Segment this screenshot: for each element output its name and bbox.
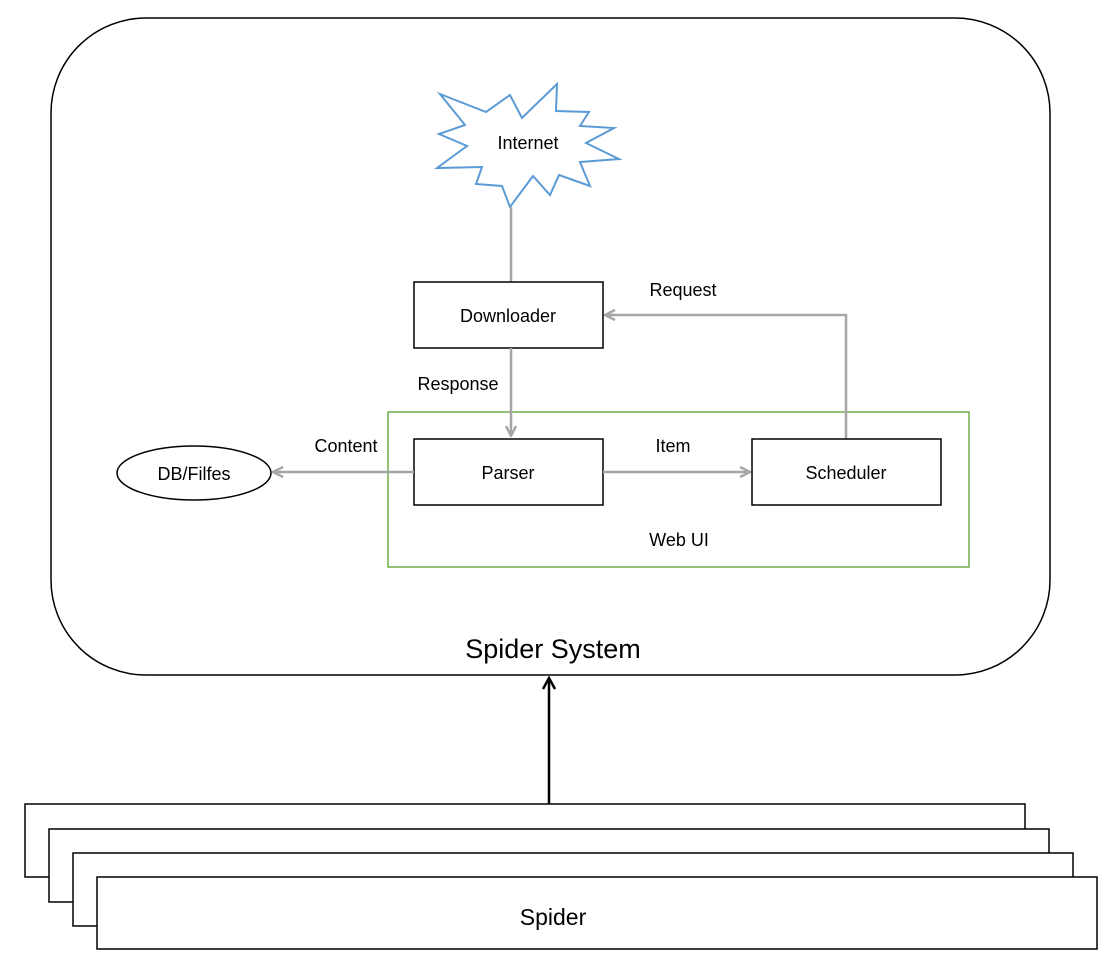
web-ui-group <box>387 411 970 568</box>
spider-label: Spider <box>520 904 587 930</box>
item-label: Item <box>655 436 690 456</box>
scheduler-box <box>751 438 942 506</box>
content-label: Content <box>314 436 377 456</box>
request-label: Request <box>649 280 716 300</box>
scheduler-label: Scheduler <box>805 463 886 483</box>
response-label: Response <box>417 374 498 394</box>
db-files-ellipse <box>116 445 272 501</box>
internet-label: Internet <box>497 133 558 153</box>
db-files-label: DB/Filfes <box>157 464 230 484</box>
downloader-box <box>413 281 604 349</box>
downloader-label: Downloader <box>460 306 556 326</box>
request-arrow <box>605 315 848 439</box>
internet-shape <box>433 81 623 210</box>
spider-system-label: Spider System <box>465 634 641 664</box>
web-ui-label: Web UI <box>649 530 709 550</box>
parser-label: Parser <box>481 463 534 483</box>
spider-stack-box-front <box>96 876 1098 950</box>
